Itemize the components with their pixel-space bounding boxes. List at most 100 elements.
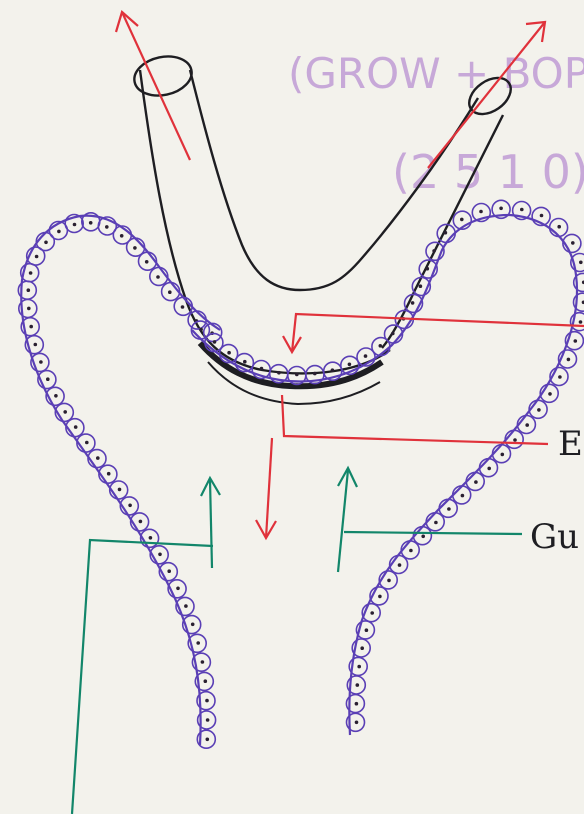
cell-nuclei — [18, 200, 584, 748]
cell-nucleus — [96, 456, 100, 460]
cell-nucleus — [419, 284, 423, 288]
epithelial-cell-layer — [21, 215, 577, 745]
label-lower-right: Gu — [530, 517, 579, 557]
red-arrow-down — [266, 438, 272, 538]
green-leader-right — [344, 532, 522, 534]
cell-nucleus — [277, 371, 281, 375]
cell-nucleus — [243, 360, 247, 364]
cell-nucleus — [158, 553, 162, 557]
cell-nucleus — [34, 343, 38, 347]
cell-nucleus — [199, 328, 203, 332]
cell-nucleus — [558, 375, 562, 379]
cell-nucleus — [370, 611, 374, 615]
cell-nucleus — [133, 246, 137, 250]
faint-note-line2: (2 5 1 0) — [392, 145, 584, 199]
cell-nucleus — [501, 453, 505, 457]
cell-nucleus — [487, 467, 491, 471]
cell-nucleus — [167, 569, 171, 573]
cell-nucleus — [360, 646, 364, 650]
cell-nucleus — [295, 373, 299, 377]
cell-nucleus — [479, 210, 483, 214]
cell-nucleus — [579, 320, 583, 324]
left-epithelium-outline — [21, 216, 220, 745]
cell-nucleus — [355, 721, 359, 725]
cell-nucleus — [128, 504, 132, 508]
cell-nucleus — [525, 423, 529, 427]
tube-outer-left-wall — [140, 70, 390, 373]
cell-nucleus — [411, 301, 415, 305]
cell-nucleus — [537, 408, 541, 412]
red-pointer-upper — [292, 314, 584, 352]
y-tube — [131, 51, 518, 404]
cell-nucleus — [54, 394, 58, 398]
cell-nucleus — [409, 549, 413, 553]
cell-nucleus — [139, 520, 143, 524]
cell-nucleus — [181, 305, 185, 309]
cell-nucleus — [63, 410, 67, 414]
green-arrow-left — [210, 480, 212, 568]
faint-note-line1: (GROW + BOP) — [288, 49, 584, 98]
cell-nucleus — [356, 683, 360, 687]
cell-nucleus — [355, 702, 359, 706]
cell-nucleus — [168, 290, 172, 294]
cell-nucleus — [191, 623, 195, 627]
cell-nucleus — [365, 628, 369, 632]
cell-nucleus — [548, 392, 552, 396]
cell-nucleus — [461, 494, 465, 498]
cell-nucleus — [313, 372, 317, 376]
cell-nucleus — [156, 275, 160, 279]
cell-nucleus — [118, 488, 122, 492]
cell-nucleus — [421, 535, 425, 539]
cell-nucleus — [520, 208, 524, 212]
cell-nucleus — [204, 679, 208, 683]
cell-nucleus — [213, 340, 217, 344]
cell-nucleus — [206, 718, 210, 722]
cell-nucleus — [107, 472, 111, 476]
cell-nucleus — [447, 507, 451, 511]
label-upper-right: E — [558, 424, 583, 464]
cell-nucleus — [557, 225, 561, 229]
cell-nucleus — [44, 241, 48, 245]
cell-nucleus — [29, 325, 33, 329]
cell-nucleus — [567, 358, 571, 362]
cell-nucleus — [513, 438, 517, 442]
cell-nucleus — [378, 595, 382, 599]
cell-nucleus — [206, 738, 210, 742]
cell-nucleus — [149, 536, 153, 540]
cell-nucleus — [474, 480, 478, 484]
cell-nucleus — [391, 332, 395, 336]
cell-nucleus — [426, 267, 430, 271]
cell-nucleus — [444, 231, 448, 235]
cell-nucleus — [379, 344, 383, 348]
cell-nucleus — [196, 641, 200, 645]
cell-nucleus — [460, 218, 464, 222]
red-arrow-upper-left — [122, 12, 190, 160]
cell-nucleus — [260, 367, 264, 371]
cell-nucleus — [85, 441, 89, 445]
cell-nucleus — [201, 660, 205, 664]
cell-nucleus — [145, 260, 149, 264]
cell-nucleus — [39, 360, 43, 364]
cell-nucleus — [398, 563, 402, 567]
cell-nucleus — [574, 339, 578, 343]
cell-nucleus — [57, 230, 61, 234]
cell-nucleus — [105, 225, 109, 229]
cell-nucleus — [120, 234, 124, 238]
cell-nucleus — [27, 288, 31, 292]
cell-nucleus — [35, 255, 39, 259]
cell-nucleus — [434, 521, 438, 525]
cell-nucleus — [176, 587, 180, 591]
cell-nucleus — [73, 223, 77, 227]
cell-nucleus — [432, 249, 436, 253]
faint-notes: (GROW + BOP) (2 5 1 0) — [288, 49, 584, 199]
cell-nucleus — [357, 665, 361, 669]
cell-nucleus — [29, 271, 33, 275]
cell-nucleus — [331, 368, 335, 372]
cell-nucleus — [571, 241, 575, 245]
cell-nucleus — [348, 363, 352, 367]
cell-nucleus — [227, 351, 231, 355]
cell-nucleus — [74, 425, 78, 429]
center-epithelium-outline — [192, 215, 577, 735]
cell-nucleus — [499, 207, 503, 211]
